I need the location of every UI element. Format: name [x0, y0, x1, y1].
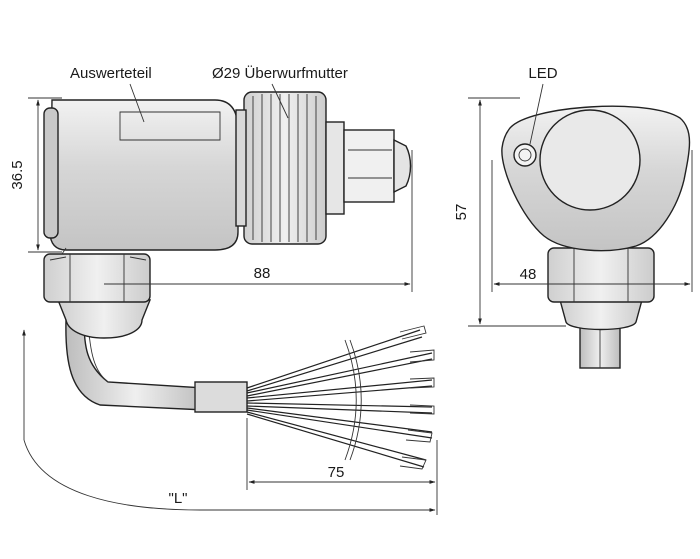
- dim-length-label: 88: [254, 265, 271, 282]
- led-label: LED: [528, 65, 557, 82]
- front-sensor-face: [539, 109, 641, 211]
- led-icon: [513, 143, 537, 167]
- dim-width-right: 48: [491, 150, 693, 292]
- probe: [325, 121, 412, 215]
- label-union-nut: Ø29 Überwurfmutter: [212, 64, 348, 119]
- lower-hex-nut: [43, 253, 151, 303]
- front-hex-nut: [547, 247, 655, 303]
- dim-height-left: 36.5: [9, 97, 62, 253]
- dim-width-right-label: 48: [520, 266, 537, 283]
- dim-cable-length: "L": [22, 329, 436, 512]
- front-housing: [501, 105, 691, 252]
- union-nut: [235, 91, 327, 245]
- label-led: LED: [528, 65, 558, 145]
- dim-length: 88: [104, 150, 413, 292]
- union-nut-label: Ø29 Überwurfmutter: [212, 64, 348, 82]
- housing: [43, 99, 239, 255]
- side-view: 36.5 88 75 "L" Auswerteteil Ø29 Überwurf…: [9, 64, 438, 515]
- cable-gland: [56, 299, 152, 339]
- front-gland: [559, 299, 643, 331]
- cable-jacket-end: [194, 381, 248, 413]
- cable: [65, 319, 248, 413]
- dim-height-right: 57: [453, 97, 566, 327]
- wires: [246, 325, 435, 470]
- dim-wire-length: 75: [246, 418, 438, 515]
- dim-wire-length-label: 75: [328, 464, 345, 481]
- dim-height-left-label: 36.5: [9, 160, 26, 189]
- front-view: LED 57 48: [453, 65, 693, 369]
- label-evaluation-unit: Auswerteteil: [70, 65, 152, 123]
- dim-cable-length-label: "L": [169, 490, 188, 507]
- dim-height-right-label: 57: [453, 204, 470, 221]
- evaluation-unit-label: Auswerteteil: [70, 65, 152, 82]
